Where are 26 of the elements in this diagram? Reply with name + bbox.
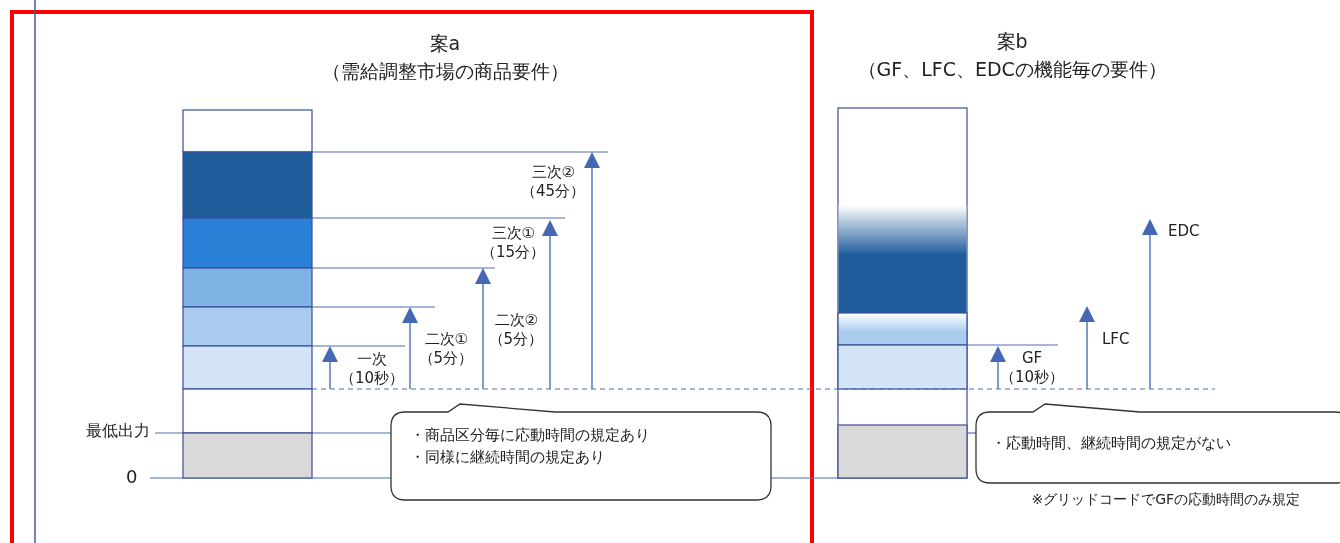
axis-label: 最低出力: [86, 421, 150, 441]
axis-label: 0: [126, 466, 138, 488]
heading: （需給調整市場の商品要件）: [321, 60, 569, 83]
arrow-label: （15分）: [481, 243, 546, 261]
arrow-label: 一次: [357, 350, 387, 368]
bullet-text: ・同様に継続時間の規定あり: [410, 446, 606, 468]
heading: 案b: [996, 30, 1028, 53]
footnote: ※グリッドコードでGFの応動時間のみ規定: [1031, 491, 1301, 508]
arrow-label: 二次②: [494, 311, 538, 329]
arrow-label: LFC: [1102, 330, 1130, 348]
arrow-label: 二次①: [424, 330, 468, 348]
callout-box: [390, 403, 772, 502]
arrow-label: 三次①: [491, 224, 535, 242]
arrow-label: （10秒）: [1000, 368, 1065, 386]
arrow-label: （45分）: [521, 182, 586, 200]
arrow-label: （5分）: [488, 330, 544, 348]
arrow-label: （5分）: [418, 349, 474, 367]
arrow-label: 三次②: [531, 163, 575, 181]
arrow-label: EDC: [1168, 222, 1200, 240]
callout-box: [975, 403, 1340, 485]
heading: （GF、LFC、EDCの機能毎の要件）: [857, 58, 1167, 81]
arrow-label: GF: [1022, 349, 1043, 367]
bullet-text: ・応動時間、継続時間の規定がない: [991, 433, 1231, 454]
heading: 案a: [429, 32, 461, 55]
bullet-text: ・商品区分毎に応動時間の規定あり: [410, 425, 650, 446]
arrow-label: （10秒）: [340, 369, 405, 387]
